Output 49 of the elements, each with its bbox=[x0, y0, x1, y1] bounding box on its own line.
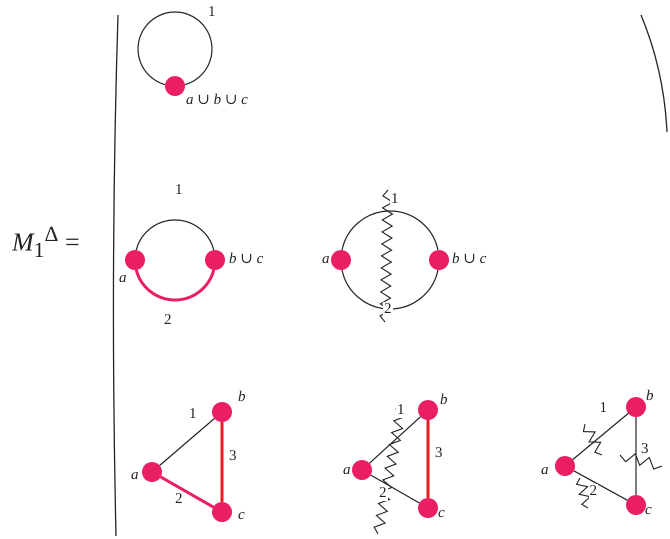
vertex-label: c bbox=[438, 505, 445, 521]
vertex-dot bbox=[142, 462, 162, 482]
vertex-dot bbox=[212, 502, 232, 522]
vertex-label: a ∪ b ∪ c bbox=[186, 92, 248, 108]
graph-edge bbox=[137, 11, 213, 86]
vertex-dot bbox=[626, 495, 646, 515]
vertex-label: b ∪ c bbox=[229, 251, 264, 267]
vertex-dot bbox=[352, 460, 372, 480]
edge-label: 2 bbox=[378, 486, 388, 501]
graph-edge bbox=[426, 420, 430, 498]
graph-edge bbox=[572, 412, 629, 460]
graph-edge bbox=[134, 269, 216, 302]
graph-edge bbox=[160, 476, 214, 508]
vertex-dot bbox=[165, 76, 185, 96]
graph-edge bbox=[370, 474, 420, 504]
vertex-dot bbox=[331, 250, 351, 270]
edge-label: 2 bbox=[383, 302, 392, 317]
vertex-dot bbox=[626, 397, 646, 417]
matrix-symbol: M$_{1}$$^{Δ}$ = bbox=[12, 222, 80, 263]
graph-edge bbox=[635, 417, 637, 495]
graph-edge bbox=[341, 270, 439, 310]
vertex-dot bbox=[418, 498, 438, 518]
vertex-dot bbox=[418, 400, 438, 420]
graph-edge bbox=[369, 416, 421, 464]
vertex-label: a bbox=[131, 467, 138, 483]
vertex-label: a bbox=[343, 462, 350, 478]
vertex-label: b bbox=[440, 392, 448, 408]
vertex-dot bbox=[429, 250, 449, 270]
vertex-label: c bbox=[238, 507, 245, 523]
graph-edge bbox=[220, 422, 224, 502]
vertex-label: a bbox=[322, 251, 330, 267]
graph-edge bbox=[159, 418, 215, 466]
edge-label: 1 bbox=[390, 192, 400, 207]
graph-edge bbox=[341, 210, 439, 250]
edge-label: 1 bbox=[396, 403, 406, 418]
vertex-label: c bbox=[645, 502, 652, 518]
vertex-label: b bbox=[646, 388, 654, 404]
vertex-label: b ∪ c bbox=[452, 251, 486, 267]
edge-label: 3 bbox=[640, 442, 650, 457]
vertex-dot bbox=[212, 402, 232, 422]
vertex-dot bbox=[555, 456, 575, 476]
vertex-dot bbox=[205, 250, 225, 270]
vertex-label: b bbox=[238, 389, 246, 405]
vertex-dot bbox=[125, 250, 145, 270]
edge-label: 2 bbox=[588, 484, 598, 498]
vertex-label: a bbox=[119, 270, 126, 286]
vertex-label: a bbox=[541, 462, 548, 478]
graph-edge bbox=[136, 219, 214, 250]
graph-edge bbox=[573, 470, 628, 501]
